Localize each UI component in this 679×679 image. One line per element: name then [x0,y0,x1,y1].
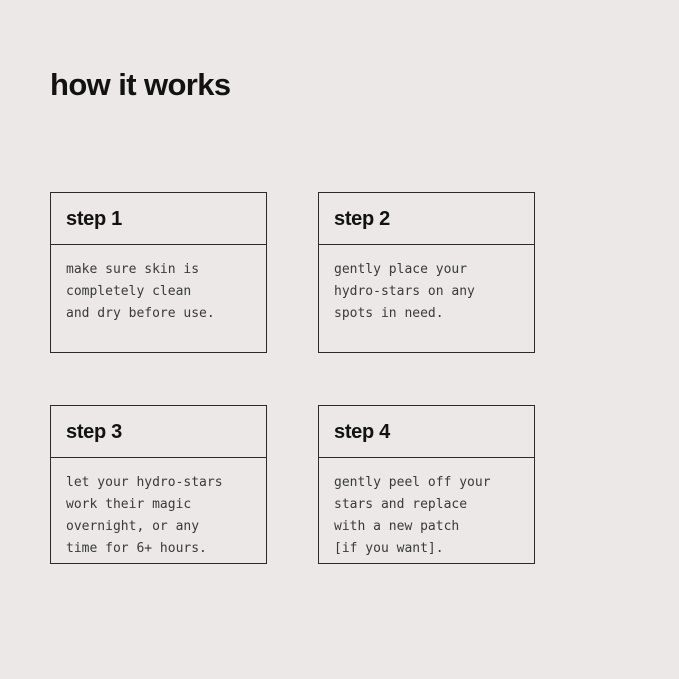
step-card-4-body-text: gently peel off your stars and replace w… [334,475,491,556]
step-card-1-body: make sure skin is completely clean and d… [51,245,266,352]
step-card-3: step 3 let your hydro-stars work their m… [50,405,267,564]
steps-grid: step 1 make sure skin is completely clea… [50,192,535,564]
step-card-3-header-label: step 3 [66,421,123,443]
step-card-2-header: step 2 [319,193,534,245]
step-card-3-body: let your hydro-stars work their magic ov… [51,458,266,572]
step-card-1: step 1 make sure skin is completely clea… [50,192,267,353]
step-card-3-body-text: let your hydro-stars work their magic ov… [66,475,223,556]
step-card-1-body-text: make sure skin is completely clean and d… [66,262,215,321]
step-card-2-body: gently place your hydro-stars on any spo… [319,245,534,352]
step-card-3-header: step 3 [51,406,266,458]
page-title: how it works [50,67,231,102]
step-card-2: step 2 gently place your hydro-stars on … [318,192,535,353]
steps-row-1: step 1 make sure skin is completely clea… [50,192,535,353]
step-card-2-body-text: gently place your hydro-stars on any spo… [334,262,475,321]
step-card-4-body: gently peel off your stars and replace w… [319,458,534,572]
step-card-2-header-label: step 2 [334,208,391,230]
step-card-1-header-label: step 1 [66,208,123,230]
step-card-1-header: step 1 [51,193,266,245]
step-card-4: step 4 gently peel off your stars and re… [318,405,535,564]
step-card-4-header-label: step 4 [334,421,391,443]
steps-row-2: step 3 let your hydro-stars work their m… [50,405,535,564]
step-card-4-header: step 4 [319,406,534,458]
